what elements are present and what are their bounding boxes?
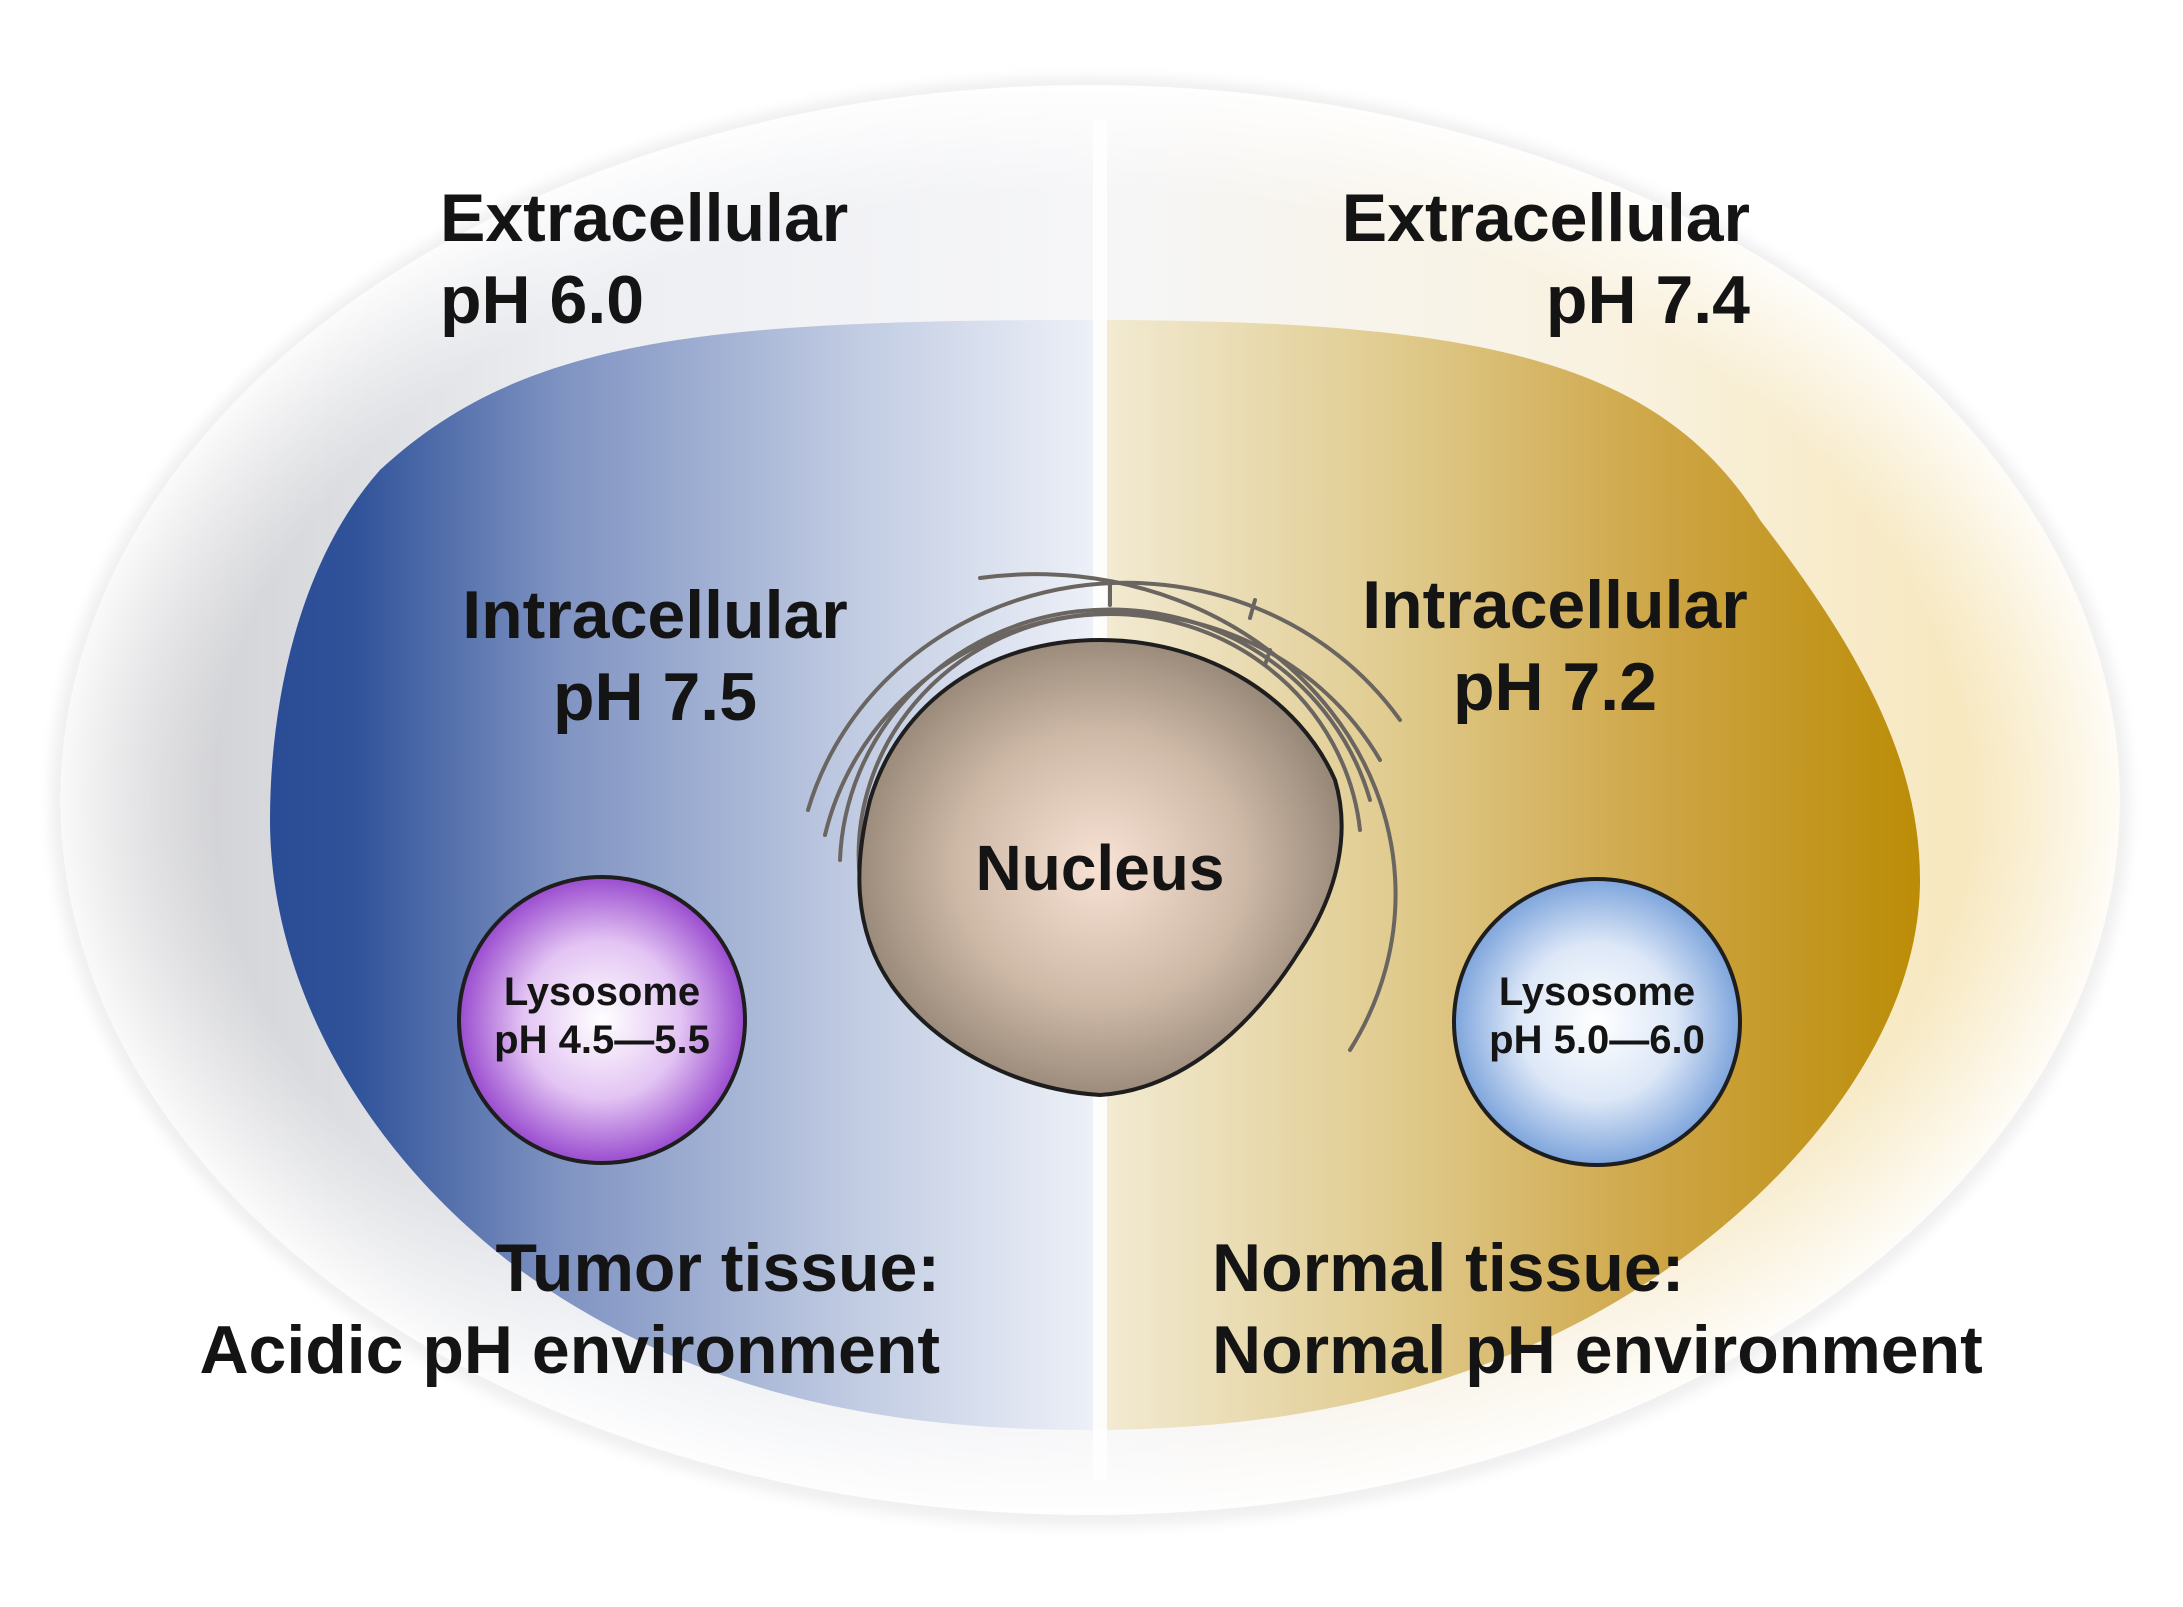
tumor-lysosome: [457, 875, 747, 1165]
normal-tissue-description: Normal pH environment: [1212, 1311, 1983, 1388]
tumor-extracellular-ph: pH 6.0: [440, 261, 645, 338]
tumor-tissue-description: Acidic pH environment: [199, 1311, 940, 1388]
normal-extracellular-title: Extracellular: [1341, 180, 1750, 256]
nucleus: [857, 637, 1344, 1098]
normal-lysosome-title: Lysosome: [1498, 970, 1696, 1014]
tumor-cell-body: [270, 320, 1100, 1430]
tumor-tissue-label: Tumor tissue: Acidic pH environment: [120, 1228, 940, 1391]
tumor-lysosome-title: Lysosome: [503, 970, 701, 1014]
normal-extracellular-label: Extracellular pH 7.4: [1250, 178, 1750, 341]
normal-intracellular-title: Intracellular: [1362, 567, 1748, 643]
tumor-tissue-title: Tumor tissue:: [495, 1230, 940, 1306]
normal-cell-body: [1100, 320, 1920, 1430]
tumor-intracellular-label: Intracellular pH 7.5: [420, 575, 890, 738]
normal-tissue-label: Normal tissue: Normal pH environment: [1212, 1228, 1983, 1391]
tumor-lysosome-label: Lysosome pH 4.5—5.5: [462, 968, 742, 1064]
nucleus-label: Nucleus: [975, 832, 1225, 904]
tumor-intracellular-title: Intracellular: [462, 577, 848, 653]
tumor-extracellular-label: Extracellular pH 6.0: [440, 178, 848, 341]
tumor-extracellular-title: Extracellular: [440, 180, 849, 256]
normal-lysosome-ph: pH 5.0—6.0: [1489, 1018, 1705, 1062]
endoplasmic-reticulum: [806, 572, 1402, 1052]
normal-extracellular-ph: pH 7.4: [1545, 261, 1750, 338]
normal-tissue-title: Normal tissue:: [1212, 1230, 1685, 1306]
normal-lysosome-label: Lysosome pH 5.0—6.0: [1457, 968, 1737, 1064]
tumor-intracellular-ph: pH 7.5: [552, 658, 758, 735]
tumor-lysosome-ph: pH 4.5—5.5: [494, 1018, 710, 1062]
normal-intracellular-label: Intracellular pH 7.2: [1320, 565, 1790, 728]
normal-lysosome: [1452, 877, 1742, 1167]
normal-intracellular-ph: pH 7.2: [1452, 648, 1658, 725]
